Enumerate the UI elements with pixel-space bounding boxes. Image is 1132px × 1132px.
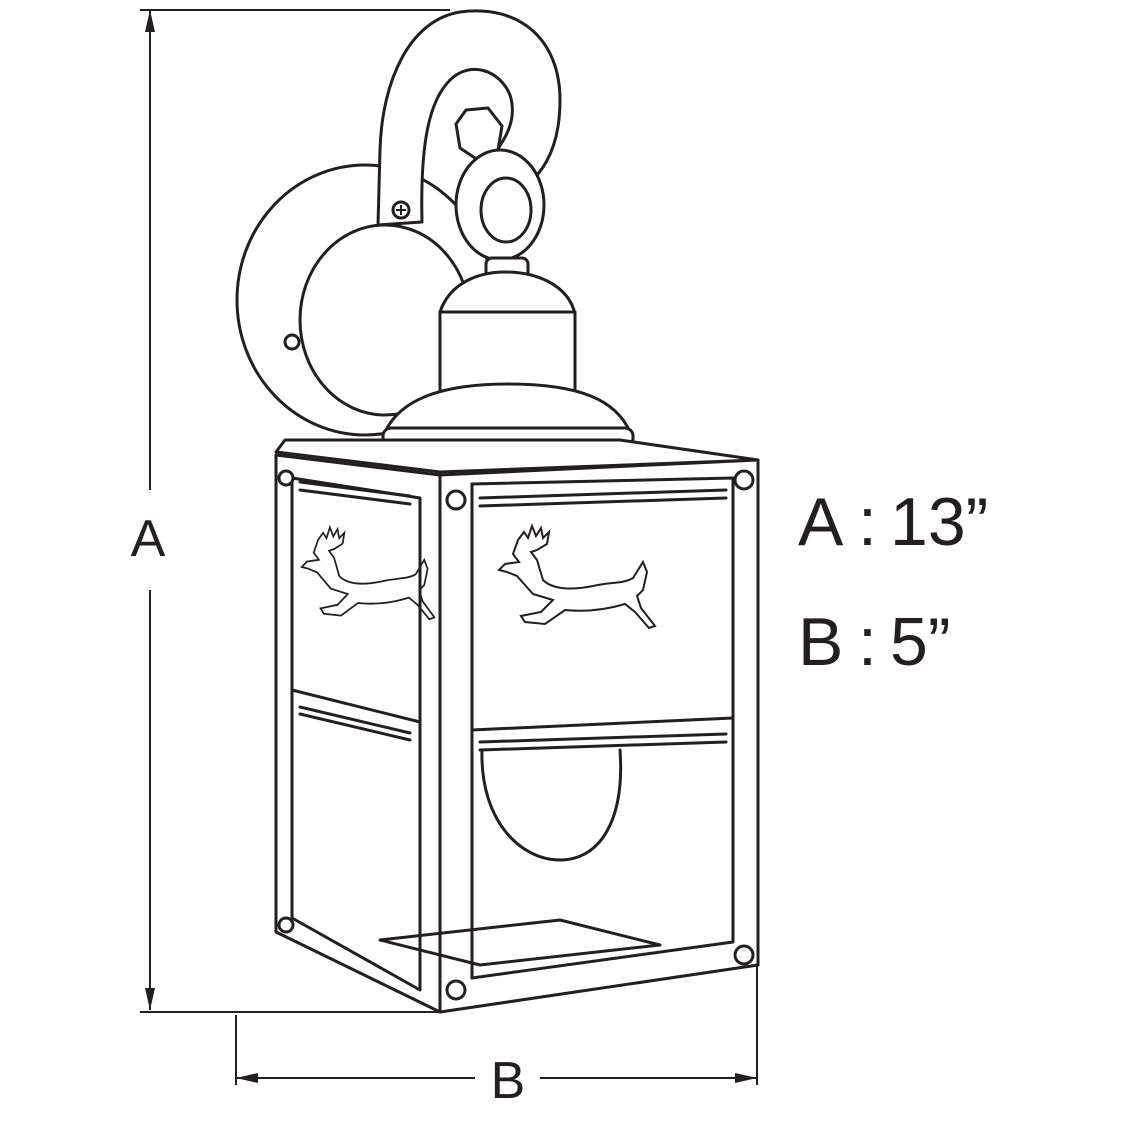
spec-b-separator: : [858, 604, 877, 680]
spec-b: B : 5” [798, 604, 950, 680]
spec-a-separator: : [858, 484, 877, 560]
dimension-a-label: A [131, 510, 166, 568]
spec-a: A : 13” [798, 484, 988, 560]
spec-b-value: 5” [890, 604, 950, 680]
lantern-body [274, 438, 760, 1014]
dimension-b-line [235, 965, 758, 1085]
dimension-a-line [140, 9, 450, 1013]
spec-a-value: 13” [890, 484, 988, 560]
spec-b-letter: B [798, 604, 843, 680]
wall-backplate [235, 163, 495, 437]
dimension-b-label: B [491, 1052, 526, 1110]
spec-a-letter: A [798, 484, 844, 560]
